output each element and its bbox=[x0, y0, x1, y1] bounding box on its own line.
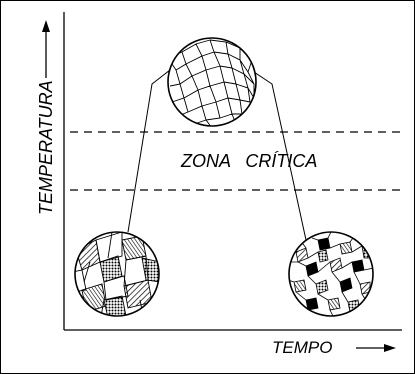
x-axis-label: TEMPO bbox=[272, 338, 332, 357]
heating-path-line bbox=[127, 69, 171, 233]
y-axis-arrow-icon bbox=[42, 20, 50, 78]
grain-structure-initial bbox=[74, 231, 160, 317]
y-axis-label-group: TEMPERATURA bbox=[36, 20, 56, 215]
grain-structure-heated bbox=[167, 37, 257, 127]
process-path bbox=[127, 69, 307, 241]
x-axis-label-group: TEMPO bbox=[272, 338, 396, 357]
grain-structure-final bbox=[288, 231, 374, 317]
y-axis-label: TEMPERATURA bbox=[36, 80, 56, 215]
critical-zone: ZONA CRÍTICA bbox=[70, 131, 400, 191]
axes bbox=[63, 12, 402, 331]
x-axis-arrow-icon bbox=[356, 344, 396, 352]
critical-zone-label: ZONA CRÍTICA bbox=[180, 151, 317, 171]
cooling-path-line bbox=[253, 71, 307, 241]
